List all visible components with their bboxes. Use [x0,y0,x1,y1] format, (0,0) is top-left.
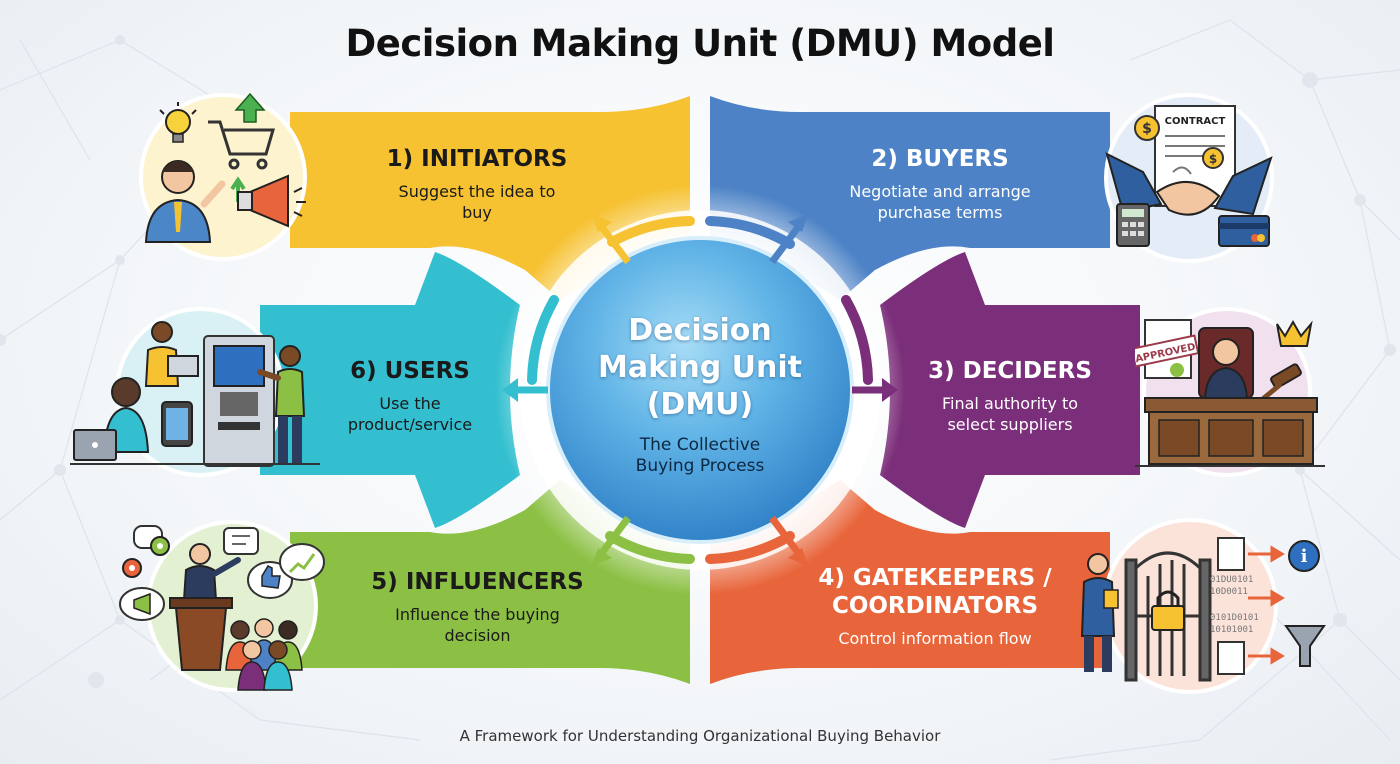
document-icon [1217,537,1245,675]
speaker-icon [182,543,241,601]
segment-description-line: Final authority to [941,394,1079,413]
executive-icon [1198,327,1254,399]
hub-label: Decision Making Unit (DMU) The Collectiv… [560,312,840,477]
segment-description: Suggest the idea to buy [342,181,612,223]
segment-title: 5) INFLUENCERS [371,569,584,595]
segment-initiators: 1) INITIATORS Suggest the idea to buy [342,145,612,223]
segment-title-line: 4) GATEKEEPERS / [818,565,1052,591]
segment-description-line: Negotiate and arrange [849,182,1031,201]
segment-title: 3) DECIDERS [928,358,1092,384]
segment-users: 6) USERS Use the product/service [310,357,510,435]
segment-title: 6) USERS [350,358,470,384]
gear-icon [122,536,170,578]
page-title: Decision Making Unit (DMU) Model [345,22,1055,65]
segment-title: 1) INITIATORS [386,146,568,172]
arrow-to-deciders [852,378,898,402]
person-icon [1080,553,1119,672]
influencers-illustration [119,520,325,692]
arrow-to-influencers [592,515,631,566]
footer-caption: A Framework for Understanding Organizati… [459,727,941,745]
segment-description: Final authority to select suppliers [895,393,1125,435]
dollar-coin-icon: $ $ [1134,115,1224,169]
segment-description-line: decision [444,626,511,645]
segment-title: 4) GATEKEEPERS / COORDINATORS [780,564,1090,620]
shopping-cart-icon [208,120,275,170]
hub-title-line: (DMU) [646,387,754,422]
segment-description: Control information flow [780,628,1090,649]
hub-title: Decision Making Unit (DMU) [560,312,840,423]
calculator-icon [1116,203,1150,247]
desk-icon [1135,397,1325,467]
binary-line: 0101D0101 [1210,613,1259,623]
thumbs-up-icon [247,561,293,599]
segment-title: 2) BUYERS [871,146,1009,172]
laptop-icon [73,355,199,461]
person-icon [144,160,226,243]
users-illustration [70,307,320,477]
audience-icon [225,618,303,691]
binary-data: 01DU0101 10D0011 0101D0101 10101001 [1210,575,1259,635]
crown-icon [1276,319,1313,347]
segment-deciders: 3) DECIDERS Final authority to select su… [895,357,1125,435]
segment-description-line: Use the [379,394,441,413]
credit-card-icon [1218,215,1270,247]
info-icon: i [1288,540,1320,572]
megaphone-icon [237,174,306,228]
segment-users-shape [260,252,520,528]
segment-influencers: 5) INFLUENCERS Influence the buying deci… [335,568,620,646]
podium-icon [169,597,233,671]
svg-text:$: $ [1209,152,1217,166]
megaphone-icon [119,587,165,621]
kiosk-icon [203,335,275,467]
segment-description-line: purchase terms [877,203,1003,222]
segment-description-line: buy [462,203,492,222]
tablet-icon [161,401,193,447]
hub-subtitle: The Collective Buying Process [560,435,840,477]
segment-description-line: Suggest the idea to [398,182,556,201]
contract-label: CONTRACT [1165,116,1226,127]
segment-title-line: COORDINATORS [831,593,1039,619]
flow-arrows [1248,545,1285,665]
segment-deciders-shape [880,252,1140,528]
gatekeepers-illustration: 01DU0101 10D0011 0101D0101 10101001 i [1080,518,1326,694]
lightbulb-icon [159,102,197,143]
hub-subtitle-line: Buying Process [635,456,765,476]
padlock-icon [1151,590,1185,631]
handshake-icon [1105,152,1273,216]
hub-title-line: Decision [628,313,772,348]
binary-line: 01DU0101 [1210,575,1253,585]
binary-line: 10101001 [1210,625,1253,635]
approved-document-icon: APPROVED [1135,319,1200,379]
arrow-to-users [502,378,548,402]
arrow-to-gatekeepers [769,515,808,566]
segment-gatekeepers: 4) GATEKEEPERS / COORDINATORS Control in… [780,564,1090,649]
segment-description: Negotiate and arrange purchase terms [800,181,1080,223]
arrow-to-buyers [769,214,808,265]
deciders-illustration: APPROVED [1135,307,1325,477]
segment-description: Use the product/service [310,393,510,435]
initiators-illustration [139,92,307,261]
arrow-to-initiators [592,214,631,265]
funnel-icon [1284,625,1326,667]
segment-description-line: Control information flow [838,629,1032,648]
binary-line: 10D0011 [1210,587,1248,597]
person-icon [257,345,306,464]
segment-description: Influence the buying decision [335,604,620,646]
hub-subtitle-line: The Collective [639,435,761,455]
segment-buyers: 2) BUYERS Negotiate and arrange purchase… [800,145,1080,223]
svg-text:i: i [1301,546,1308,567]
segment-description-line: Influence the buying [395,605,560,624]
svg-text:$: $ [1142,121,1152,137]
segment-description-line: select suppliers [947,415,1073,434]
buyers-illustration: CONTRACT $ $ [1104,93,1274,263]
chart-bubble-icon [279,543,325,581]
segment-description-line: product/service [347,415,473,434]
hub-title-line: Making Unit [598,350,802,385]
